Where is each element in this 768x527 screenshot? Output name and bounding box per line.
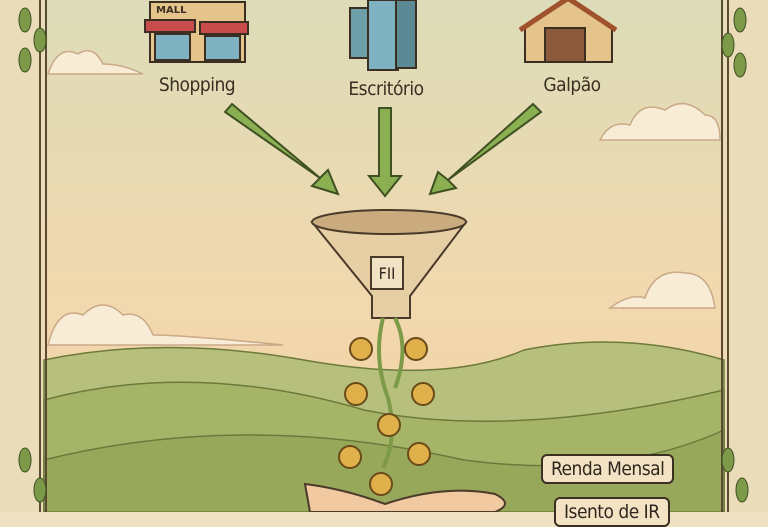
source-label-galpao: Galpão [543,74,601,96]
vine-icon [18,7,749,503]
coin-stream [377,317,405,469]
office-building-icon [349,0,417,71]
frame [39,0,729,512]
warehouse-icon [518,0,618,63]
source-label-escritorio: Escritório [348,78,424,100]
shopping-mall-icon [144,1,249,63]
benefit-tag-isento-ir: Isento de IR [554,497,670,527]
arrows [223,102,543,198]
clouds [46,49,721,346]
benefit-tag-renda-mensal: Renda Mensal [541,454,675,484]
funnel-label: FII [370,256,404,290]
mall-sign: MALL [156,5,187,16]
source-label-shopping: Shopping [158,74,236,96]
coin-icon [338,337,435,496]
hand-icon [303,482,506,512]
